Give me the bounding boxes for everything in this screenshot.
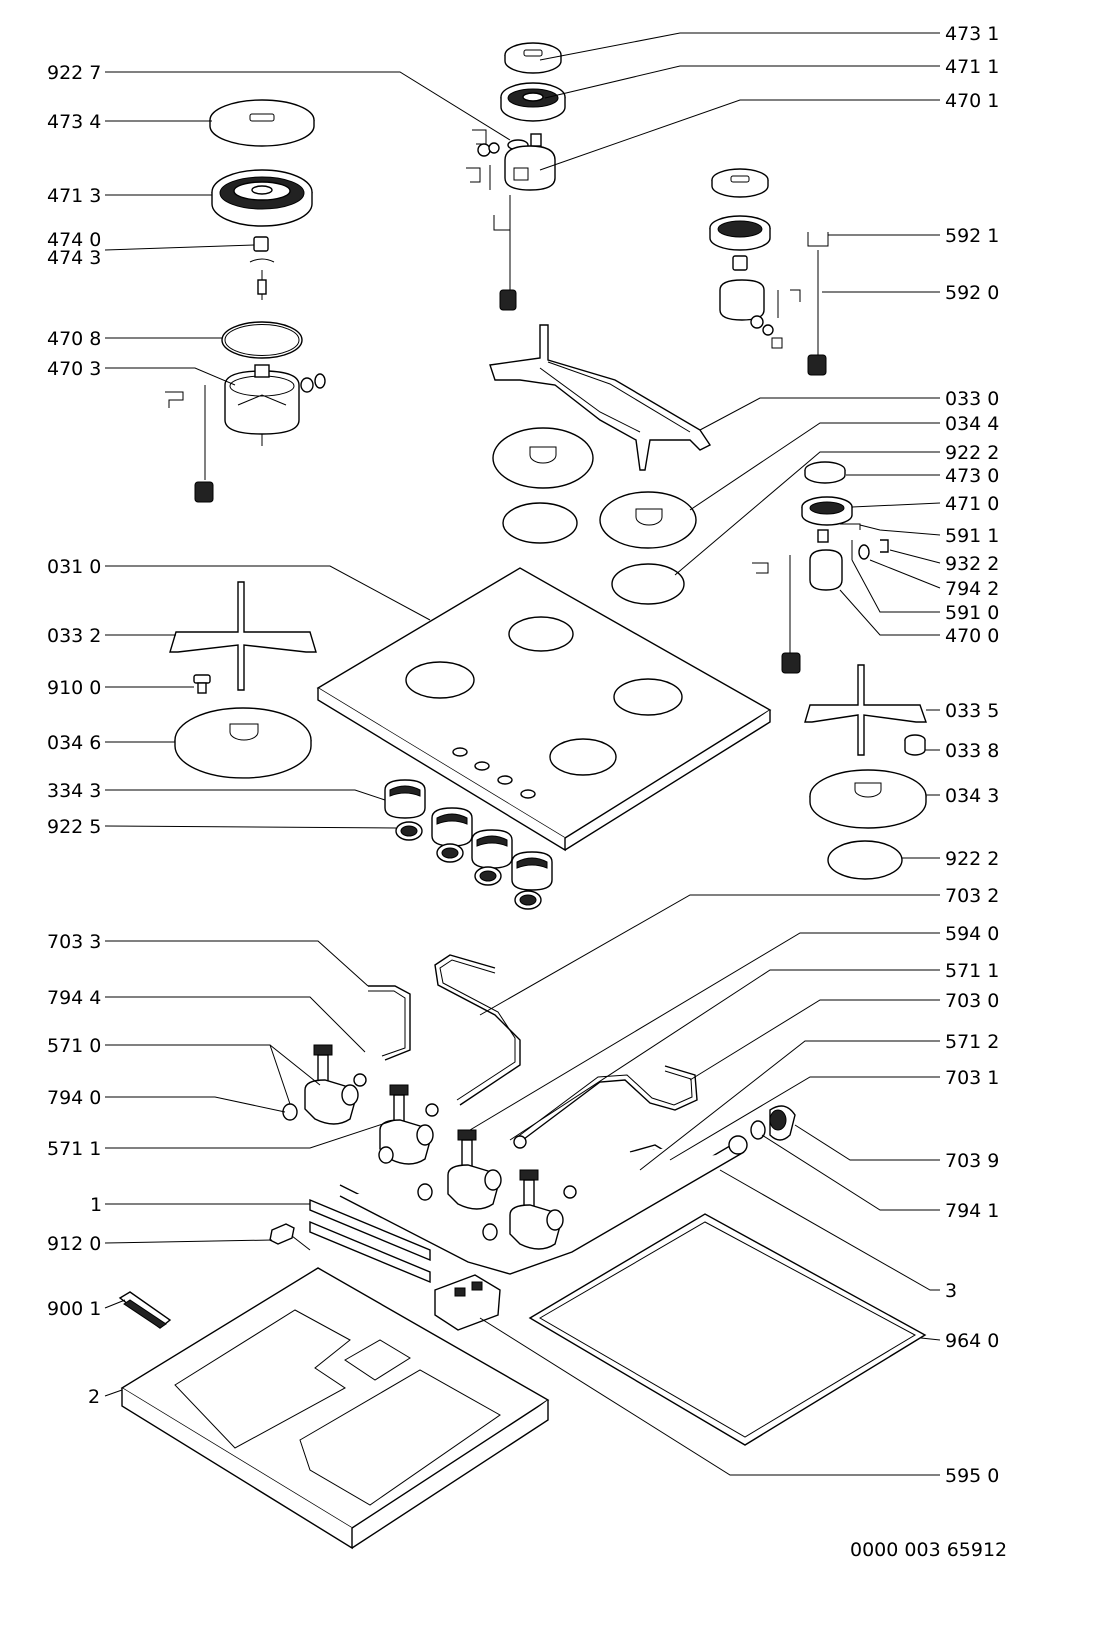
label-9225: 922 5 (47, 816, 101, 838)
label-9120: 912 0 (47, 1233, 101, 1255)
label-5710: 571 0 (47, 1035, 101, 1057)
label-3: 3 (945, 1280, 957, 1302)
label-0335: 033 5 (945, 700, 999, 722)
screw-9100 (193, 674, 211, 694)
label-0330: 033 0 (945, 388, 999, 410)
label-5950: 595 0 (945, 1465, 999, 1487)
label-7030: 703 0 (945, 990, 999, 1012)
knobs-3343 (384, 779, 553, 891)
label-9227: 922 7 (47, 62, 101, 84)
seal-9222-right (827, 840, 903, 880)
injector-4740 (249, 236, 275, 300)
washer-7941 (750, 1120, 766, 1140)
gas-tap-5712 (482, 1169, 577, 1250)
elbow-7039 (769, 1105, 796, 1141)
label-4740: 474 0 (47, 229, 101, 251)
gas-pipe-7030 (515, 1065, 698, 1143)
seal-9222-left (502, 502, 578, 544)
burner-cap-4731 (504, 42, 562, 74)
label-7031: 703 1 (945, 1067, 999, 1089)
label-5910: 591 0 (945, 602, 999, 624)
label-4701: 470 1 (945, 90, 999, 112)
seal-ring-4708 (221, 321, 303, 359)
gas-pipe-7032 (434, 954, 521, 1106)
label-7033: 703 3 (47, 931, 101, 953)
pan-support-0335 (804, 664, 927, 756)
label-5940: 594 0 (945, 923, 999, 945)
label-4730: 473 0 (945, 465, 999, 487)
gas-pipe-7033 (368, 985, 411, 1061)
label-9222-a: 922 2 (945, 442, 999, 464)
thermocouple-5920 (807, 232, 829, 376)
label-4713: 471 3 (47, 185, 101, 207)
label-4731: 473 1 (945, 23, 999, 45)
foot-0338 (904, 734, 926, 756)
seal-9222 (611, 563, 685, 605)
base-tray-2 (120, 1267, 550, 1550)
drawing-code: 0000 003 65912 (850, 1539, 1007, 1561)
label-1: 1 (90, 1194, 102, 1216)
burner-body-4703 (165, 364, 326, 503)
hob-top-panel-0310 (316, 567, 772, 852)
burner-crown-4713 (211, 169, 313, 227)
gasket-9640 (528, 1213, 927, 1446)
bracket-1 (309, 1198, 431, 1284)
part-labels: 473 1 471 1 470 1 922 7 473 4 471 3 474 … (47, 23, 999, 1487)
burner-body-4701 (466, 129, 556, 311)
label-0310: 031 0 (47, 556, 101, 578)
label-9001: 900 1 (47, 1298, 101, 1320)
label-7944: 794 4 (47, 987, 101, 1009)
label-5921: 592 1 (945, 225, 999, 247)
label-0338: 033 8 (945, 740, 999, 762)
leader-lines (104, 32, 941, 1476)
label-7032: 703 2 (945, 885, 999, 907)
label-7941: 794 1 (945, 1200, 999, 1222)
label-9640: 964 0 (945, 1330, 999, 1352)
label-4734: 473 4 (47, 111, 101, 133)
label-5920: 592 0 (945, 282, 999, 304)
knob-rings-9225 (395, 821, 542, 910)
label-0346: 034 6 (47, 732, 101, 754)
label-0332: 033 2 (47, 625, 101, 647)
trim-ring-0343 (809, 769, 927, 829)
label-5711-a: 571 1 (945, 960, 999, 982)
clip-9001 (118, 1291, 172, 1329)
label-0343: 034 3 (945, 785, 999, 807)
label-4711: 471 1 (945, 56, 999, 78)
trim-ring-0346 (174, 707, 312, 779)
gas-tap-5710 (282, 1044, 367, 1125)
label-9100: 910 0 (47, 677, 101, 699)
label-7940: 794 0 (47, 1087, 101, 1109)
label-4743: 474 3 (47, 247, 101, 269)
label-2: 2 (88, 1386, 100, 1408)
trim-ring-0344 (599, 491, 697, 549)
label-5711-b: 571 1 (47, 1138, 101, 1160)
label-4700: 470 0 (945, 625, 999, 647)
label-5712: 571 2 (945, 1031, 999, 1053)
ignition-unit-5950 (434, 1274, 501, 1331)
burner-right-middle (752, 461, 889, 674)
label-4703: 470 3 (47, 358, 101, 380)
label-7942: 794 2 (945, 578, 999, 600)
gas-tap-5711-second (417, 1129, 527, 1210)
label-5911: 591 1 (945, 525, 999, 547)
label-9222-b: 922 2 (945, 848, 999, 870)
label-9322: 932 2 (945, 553, 999, 575)
pan-support-0330 (489, 324, 712, 471)
gas-tap-5711 (378, 1084, 439, 1165)
burner-crown-4711 (500, 82, 566, 122)
label-0344: 034 4 (945, 413, 999, 435)
label-3343: 334 3 (47, 780, 101, 802)
label-4708: 470 8 (47, 328, 101, 350)
burner-right-top (709, 168, 801, 349)
pan-support-0332 (169, 581, 317, 691)
trim-ring-0344-left (492, 427, 594, 489)
screw-9120 (269, 1223, 311, 1251)
burner-cap-4734 (209, 99, 315, 147)
label-7039: 703 9 (945, 1150, 999, 1172)
label-4710: 471 0 (945, 493, 999, 515)
